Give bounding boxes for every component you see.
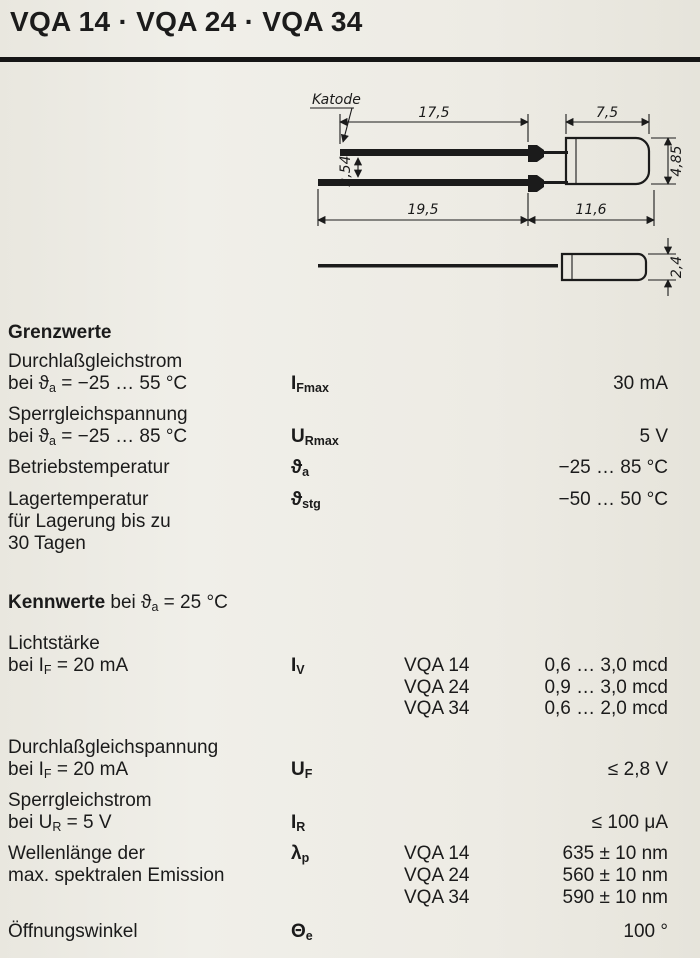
limit-row4-value: −50 … 50 °C (558, 489, 668, 510)
dim-side-height-label: 2,4 (669, 256, 685, 278)
char-row4-value-vqa34: 590 ± 10 nm (562, 887, 669, 908)
dim-bottom-lead-label: 19,5 (407, 202, 438, 218)
char-row4-name: Wellenlänge der (8, 843, 145, 864)
dim-lead-pitch-label: 2,54 (338, 155, 354, 186)
char-row3-value: ≤ 100 μA (591, 812, 668, 833)
limit-row4-note1: für Lagerung bis zu (8, 511, 171, 532)
device-type-label: VQA 34 (404, 887, 470, 908)
side-lead (318, 264, 558, 268)
led-top-view (318, 136, 651, 192)
led-side-view: 2,4 (318, 238, 685, 296)
katode-label: Katode (312, 92, 361, 108)
cathode-crimp (528, 145, 544, 162)
led-body (564, 136, 651, 186)
limit-row1-symbol: IFmax (291, 373, 329, 395)
char-row3-symbol: IR (291, 812, 306, 834)
char-row1-value-vqa14: 0,6 … 3,0 mcd (544, 655, 668, 676)
device-type-label: VQA 34 (404, 698, 470, 719)
char-row4-symbol: λp (291, 843, 310, 865)
char-row2-value: ≤ 2,8 V (607, 759, 668, 780)
anode-crimp (528, 175, 544, 192)
char-row4-value-vqa14: 635 ± 10 nm (562, 843, 669, 864)
limit-row1-value: 30 mA (613, 373, 668, 394)
dim-top-lead-label: 17,5 (418, 105, 449, 121)
char-row1-value-vqa34: 0,6 … 2,0 mcd (544, 698, 668, 719)
limit-row1-condition: bei ϑa = −25 … 55 °C (8, 373, 188, 395)
dimension-lines: 17,5 7,5 2,54 4,85 19,5 11,6 (317, 105, 685, 226)
page-title: VQA 14 · VQA 24 · VQA 34 (10, 6, 363, 37)
char-row4-value-vqa24: 560 ± 10 nm (562, 865, 669, 886)
limit-row2-value: 5 V (639, 426, 668, 447)
char-row4-name-line2: max. spektralen Emission (8, 865, 225, 886)
char-row2-condition: bei IF = 20 mA (8, 759, 129, 781)
limit-row2-name: Sperrgleichspannung (8, 404, 188, 425)
char-row3-condition: bei UR = 5 V (8, 812, 112, 834)
device-type-label: VQA 24 (404, 865, 470, 886)
katode-leader-arrow (340, 107, 353, 143)
char-row1-symbol: IV (291, 655, 305, 677)
limit-row4-symbol: ϑstg (291, 489, 321, 511)
limit-row1-name: Durchlaßgleichstrom (8, 351, 183, 372)
limit-row4-note2: 30 Tagen (8, 533, 86, 554)
limit-row4-name: Lagertemperatur (8, 489, 149, 510)
char-row1-condition: bei IF = 20 mA (8, 655, 129, 677)
char-row5-name: Öffnungswinkel (8, 921, 138, 942)
anode-lead (318, 179, 528, 186)
char-row5-value: 100 ° (623, 921, 668, 942)
cathode-lead (340, 149, 528, 156)
dim-body-top-label: 7,5 (596, 105, 618, 121)
device-type-label: VQA 24 (404, 677, 470, 698)
limit-row2-symbol: URmax (291, 426, 339, 448)
device-type-label: VQA 14 (404, 843, 470, 864)
limit-row3-symbol: ϑa (291, 457, 310, 479)
char-row2-symbol: UF (291, 759, 313, 781)
limit-row3-value: −25 … 85 °C (558, 457, 668, 478)
side-body (560, 252, 648, 282)
char-row1-value-vqa24: 0,9 … 3,0 mcd (544, 677, 668, 698)
title-rule (0, 57, 700, 62)
device-type-label: VQA 14 (404, 655, 470, 676)
char-row5-symbol: Θe (291, 921, 313, 943)
dim-body-bottom-label: 11,6 (575, 202, 606, 218)
kennwerte-heading: Kennwerte bei ϑa = 25 °C (8, 592, 228, 614)
char-row2-name: Durchlaßgleichspannung (8, 737, 219, 758)
char-row1-name: Lichtstärke (8, 633, 100, 654)
char-row3-name: Sperrgleichstrom (8, 790, 152, 811)
limit-row2-condition: bei ϑa = −25 … 85 °C (8, 426, 188, 448)
package-drawing: Katode 17,5 7,5 2,54 (310, 92, 685, 296)
dim-body-dia-label: 4,85 (669, 145, 685, 176)
grenzwerte-heading: Grenzwerte (8, 322, 112, 343)
limit-row3-name: Betriebstemperatur (8, 457, 170, 478)
